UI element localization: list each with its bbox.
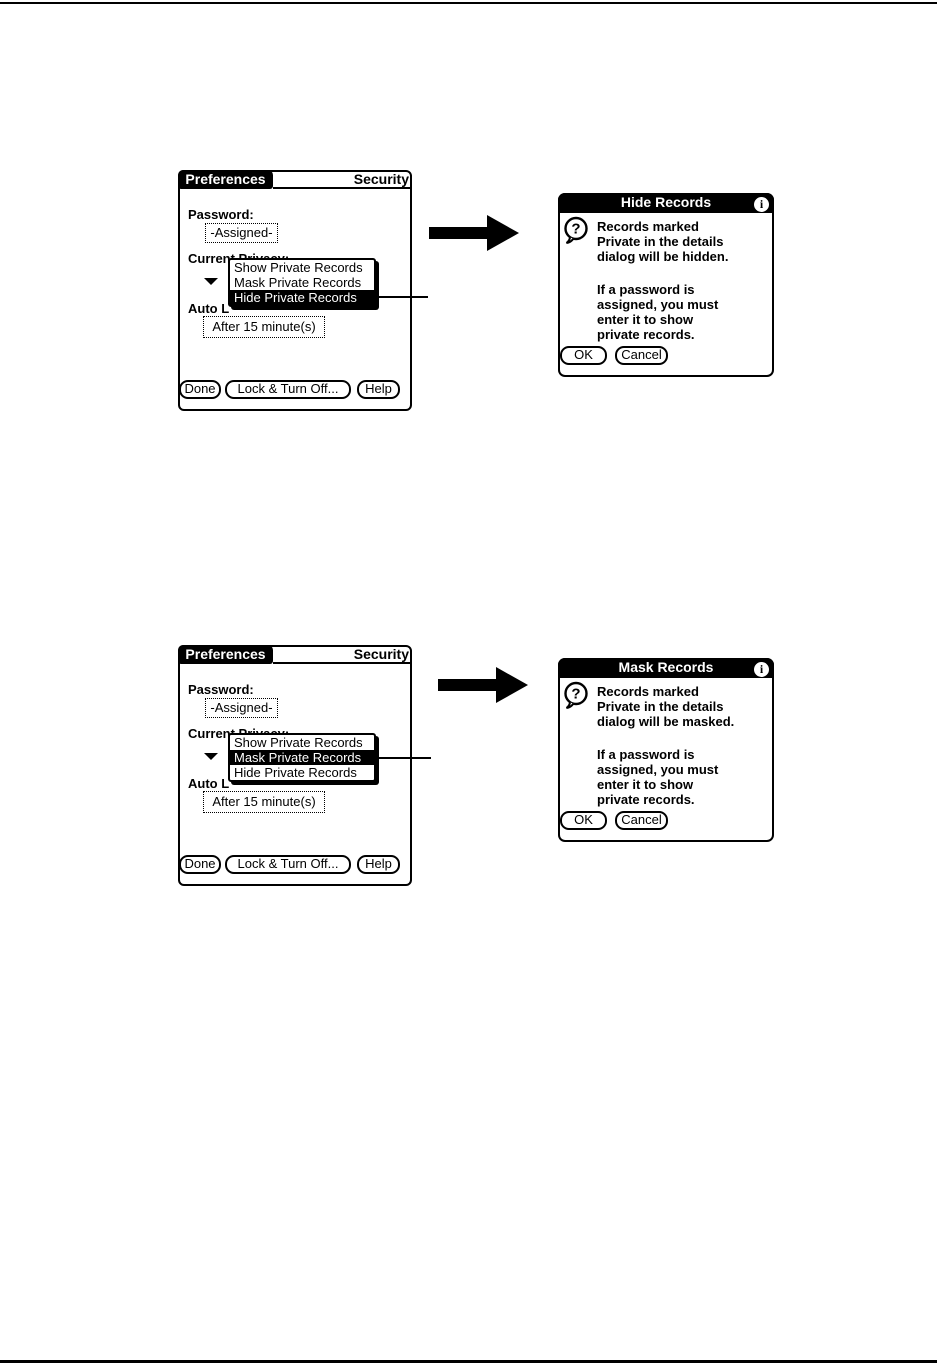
category-picker-security[interactable]: Security: [353, 646, 409, 662]
callout-line: [379, 296, 428, 298]
svg-text:?: ?: [571, 221, 580, 238]
question-icon: ?: [564, 216, 588, 244]
done-button[interactable]: Done: [179, 855, 221, 874]
dialog-body-paragraph-2: If a password is assigned, you must ente…: [597, 747, 719, 807]
dropdown-item-mask-private-records[interactable]: Mask Private Records: [234, 275, 362, 290]
dropdown-item-hide-private-records[interactable]: Hide Private Records: [230, 290, 374, 305]
info-icon[interactable]: i: [754, 197, 769, 212]
auto-lock-label: Auto L: [188, 301, 230, 316]
preferences-app-tab[interactable]: Preferences: [178, 170, 273, 189]
svg-text:?: ?: [571, 686, 580, 703]
privacy-dropdown-list: Show Private Records Mask Private Record…: [228, 733, 376, 782]
help-button[interactable]: Help: [357, 380, 400, 399]
password-label: Password:: [188, 682, 254, 697]
dropdown-item-hide-private-records[interactable]: Hide Private Records: [234, 765, 357, 780]
cancel-button[interactable]: Cancel: [615, 811, 668, 830]
dialog-title: Mask Records: [558, 658, 774, 678]
dialog-body-paragraph-1: Records marked Private in the details di…: [597, 219, 729, 264]
auto-lock-value-box[interactable]: After 15 minute(s): [203, 316, 325, 338]
preferences-security-screen: Preferences Security Password: -Assigned…: [178, 170, 412, 411]
question-icon: ?: [564, 681, 588, 709]
done-button[interactable]: Done: [179, 380, 221, 399]
hide-records-dialog: Hide Records i ? Records marked Private …: [558, 193, 774, 377]
dialog-title: Hide Records: [558, 193, 774, 213]
cancel-button[interactable]: Cancel: [615, 346, 668, 365]
password-label: Password:: [188, 207, 254, 222]
dropdown-trigger-icon[interactable]: [204, 278, 218, 285]
arrow-right-icon: [429, 215, 519, 251]
titlebar-underline: [273, 187, 412, 189]
privacy-dropdown-list: Show Private Records Mask Private Record…: [228, 258, 376, 307]
password-value-box[interactable]: -Assigned-: [205, 698, 278, 718]
dropdown-item-mask-private-records[interactable]: Mask Private Records: [230, 750, 374, 765]
preferences-security-screen: Preferences Security Password: -Assigned…: [178, 645, 412, 886]
preferences-app-tab[interactable]: Preferences: [178, 645, 273, 664]
help-button[interactable]: Help: [357, 855, 400, 874]
lock-turn-off-button[interactable]: Lock & Turn Off...: [225, 380, 351, 399]
titlebar-underline: [273, 662, 412, 664]
ok-button[interactable]: OK: [560, 811, 607, 830]
dialog-body-paragraph-2: If a password is assigned, you must ente…: [597, 282, 719, 342]
page-top-rule: [0, 2, 937, 4]
category-picker-security[interactable]: Security: [353, 171, 409, 187]
ok-button[interactable]: OK: [560, 346, 607, 365]
auto-lock-label: Auto L: [188, 776, 230, 791]
mask-records-dialog: Mask Records i ? Records marked Private …: [558, 658, 774, 842]
info-icon[interactable]: i: [754, 662, 769, 677]
dropdown-item-show-private-records[interactable]: Show Private Records: [234, 260, 363, 275]
password-value-box[interactable]: -Assigned-: [205, 223, 278, 243]
arrow-right-icon: [438, 667, 528, 703]
callout-line: [379, 757, 431, 759]
dropdown-trigger-icon[interactable]: [204, 753, 218, 760]
dropdown-item-show-private-records[interactable]: Show Private Records: [234, 735, 363, 750]
dialog-body-paragraph-1: Records marked Private in the details di…: [597, 684, 735, 729]
auto-lock-value-box[interactable]: After 15 minute(s): [203, 791, 325, 813]
page-bottom-rule: [0, 1360, 937, 1363]
lock-turn-off-button[interactable]: Lock & Turn Off...: [225, 855, 351, 874]
